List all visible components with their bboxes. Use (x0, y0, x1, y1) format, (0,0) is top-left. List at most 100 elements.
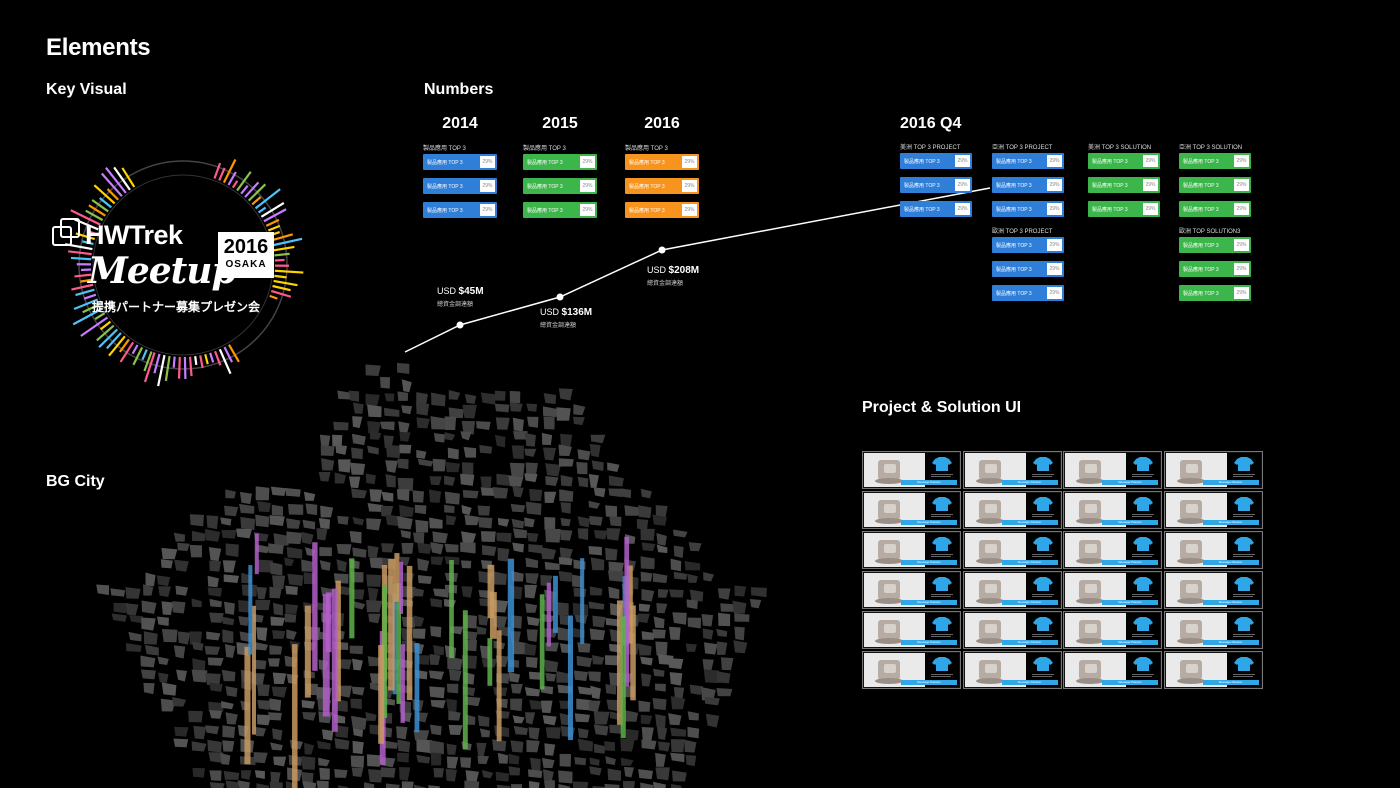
section-title-key-visual: Key Visual (46, 81, 127, 98)
tshirt-icon (1133, 617, 1153, 631)
message-passion-button[interactable]: Message Passion (1001, 600, 1058, 605)
project-card[interactable]: Message Passion (1063, 611, 1162, 649)
project-card[interactable]: Message Passion (962, 491, 1062, 529)
message-passion-button[interactable]: Message Passion (1102, 640, 1158, 645)
funding-label-2016: USD $208M 總資金調達額 (647, 265, 699, 287)
project-card[interactable]: Message Passion (1063, 651, 1162, 689)
message-passion-button[interactable]: Message Passion (1202, 480, 1259, 485)
project-card[interactable]: Message Passion (1063, 491, 1162, 529)
product-photo (864, 653, 925, 687)
message-passion-button[interactable]: Message Passion (1001, 480, 1058, 485)
logo-ring (64, 158, 304, 387)
project-card[interactable]: Message Passion (1063, 451, 1162, 489)
project-card[interactable]: Message Passion (1063, 571, 1162, 609)
project-card[interactable]: Message Passion (962, 571, 1062, 609)
funding-caption: 總資金調達額 (647, 281, 684, 287)
message-passion-button[interactable]: Message Passion (901, 560, 957, 565)
project-card[interactable]: Message Passion (1163, 491, 1263, 529)
project-card[interactable]: Message Passion (1063, 531, 1162, 569)
tshirt-icon (1133, 537, 1153, 551)
message-passion-button[interactable]: Message Passion (1001, 520, 1058, 525)
message-passion-button[interactable]: Message Passion (1202, 560, 1259, 565)
project-card[interactable]: Message Passion (962, 611, 1062, 649)
project-card[interactable]: Message Passion (862, 651, 961, 689)
project-card[interactable]: Message Passion (962, 651, 1062, 689)
funding-prefix: USD (540, 307, 562, 317)
project-card[interactable]: Message Passion (862, 611, 961, 649)
message-passion-button[interactable]: Message Passion (1202, 680, 1259, 685)
stat-item-percent: 29% (682, 180, 697, 192)
funding-label-2014: USD $45M 總資金調達額 (437, 286, 484, 308)
message-passion-button[interactable]: Message Passion (1102, 560, 1158, 565)
message-passion-button[interactable]: Message Passion (1001, 680, 1058, 685)
project-card[interactable]: Message Passion (862, 571, 961, 609)
message-passion-button[interactable]: Message Passion (901, 680, 957, 685)
tshirt-icon (1133, 657, 1153, 671)
message-passion-button[interactable]: Message Passion (1001, 640, 1058, 645)
message-passion-button[interactable]: Message Passion (1202, 520, 1259, 525)
tshirt-icon (1032, 457, 1053, 471)
tshirt-icon (932, 537, 952, 551)
funding-amount: $45M (458, 286, 484, 297)
project-card[interactable]: Message Passion (1163, 571, 1263, 609)
brand-name: HWTrek (85, 220, 183, 250)
stat-item-percent: 29% (682, 156, 697, 168)
stat-item-percent: 29% (1047, 155, 1062, 167)
stat-item-percent: 29% (1047, 179, 1062, 191)
message-passion-button[interactable]: Message Passion (901, 480, 957, 485)
funding-caption: 總資金調達額 (540, 323, 577, 329)
message-passion-button[interactable]: Message Passion (901, 520, 957, 525)
stat-item-percent: 29% (1047, 203, 1062, 215)
project-card[interactable]: Message Passion (1163, 451, 1263, 489)
tshirt-icon (1233, 617, 1254, 631)
message-passion-button[interactable]: Message Passion (901, 600, 957, 605)
message-passion-button[interactable]: Message Passion (901, 640, 957, 645)
product-photo (1165, 493, 1227, 527)
project-card[interactable]: Message Passion (862, 531, 961, 569)
message-passion-button[interactable]: Message Passion (1102, 480, 1158, 485)
message-passion-button[interactable]: Message Passion (1102, 600, 1158, 605)
project-card[interactable]: Message Passion (1163, 611, 1263, 649)
project-card[interactable]: Message Passion (862, 491, 961, 529)
year-column-2014: 2014 (430, 115, 490, 133)
project-card[interactable]: Message Passion (1163, 651, 1263, 689)
project-card[interactable]: Message Passion (962, 531, 1062, 569)
stat-item-label: 製品應用 TOP 3 (1183, 291, 1219, 297)
message-passion-button[interactable]: Message Passion (1202, 600, 1259, 605)
message-passion-button[interactable]: Message Passion (1102, 520, 1158, 525)
stat-item-label: 製品應用 TOP 3 (629, 208, 665, 214)
project-card[interactable]: Message Passion (1163, 531, 1263, 569)
project-card[interactable]: Message Passion (962, 451, 1062, 489)
project-card[interactable]: Message Passion (862, 451, 961, 489)
message-passion-button[interactable]: Message Passion (1202, 640, 1259, 645)
message-passion-button[interactable]: Message Passion (1001, 560, 1058, 565)
message-passion-button[interactable]: Message Passion (1102, 680, 1158, 685)
